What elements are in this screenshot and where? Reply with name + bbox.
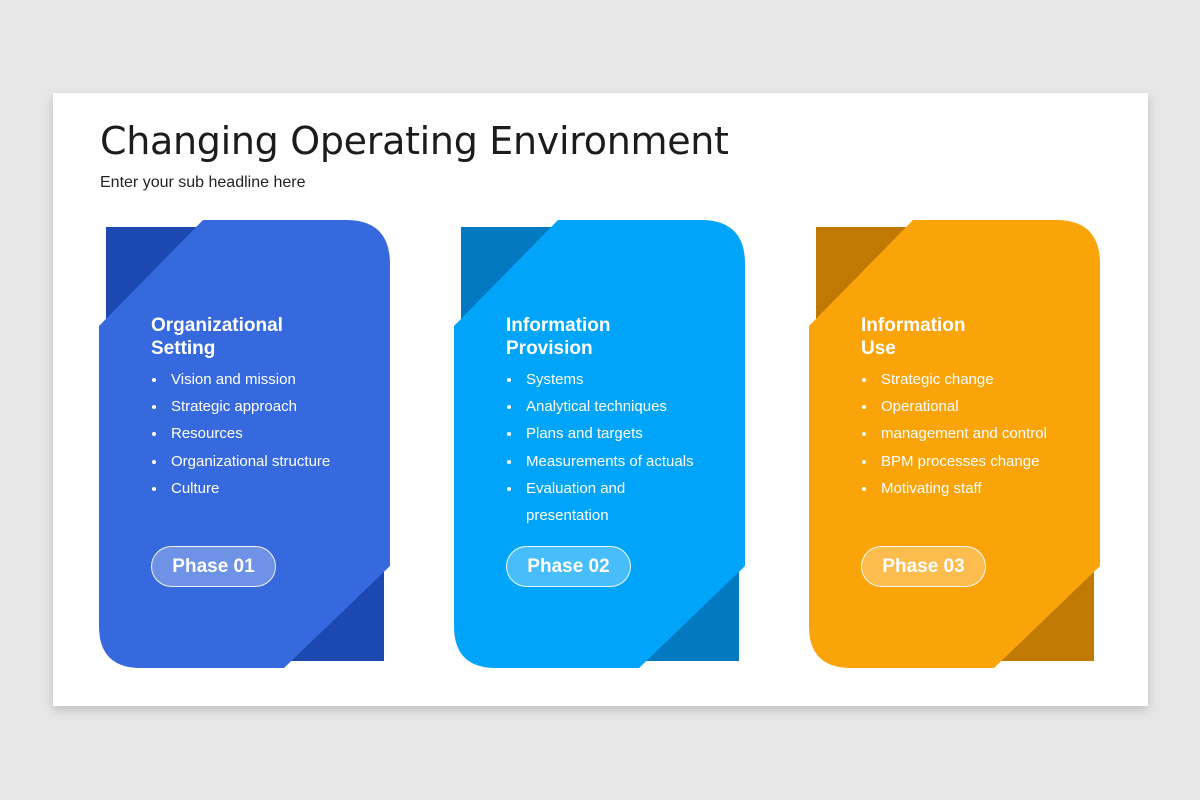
card-information-use: Information Use Strategic change Operati… — [809, 220, 1101, 668]
phase-02-button[interactable]: Phase 02 — [506, 546, 631, 587]
card-heading-line: Information — [506, 315, 611, 336]
card-heading-line: Information — [861, 315, 966, 336]
list-item: Strategic approach — [151, 393, 330, 420]
list-item: management and control — [861, 420, 1047, 447]
card-heading: Information Provision — [506, 314, 611, 360]
card-bullet-list: Systems Analytical techniques Plans and … — [506, 366, 694, 529]
list-item: Evaluation and — [506, 475, 694, 502]
list-item: Organizational structure — [151, 448, 330, 475]
slide: Changing Operating Environment Enter you… — [53, 93, 1148, 706]
card-bullet-list: Vision and mission Strategic approach Re… — [151, 366, 330, 502]
list-item: Strategic change — [861, 366, 1047, 393]
list-item: Resources — [151, 420, 330, 447]
phase-01-button[interactable]: Phase 01 — [151, 546, 276, 587]
slide-title: Changing Operating Environment — [100, 119, 729, 163]
list-item: Operational — [861, 393, 1047, 420]
list-item: BPM processes change — [861, 448, 1047, 475]
card-bullet-list: Strategic change Operational management … — [861, 366, 1047, 502]
list-item: Vision and mission — [151, 366, 330, 393]
card-heading: Information Use — [861, 314, 966, 360]
card-heading-line: Setting — [151, 338, 216, 359]
card-heading-line: Provision — [506, 338, 593, 359]
list-item: Measurements of actuals — [506, 448, 694, 475]
slide-subtitle: Enter your sub headline here — [100, 174, 306, 191]
list-item: Analytical techniques — [506, 393, 694, 420]
card-heading-line: Organizational — [151, 315, 283, 336]
card-heading-line: Use — [861, 338, 896, 359]
card-information-provision: Information Provision Systems Analytical… — [454, 220, 746, 668]
phase-03-button[interactable]: Phase 03 — [861, 546, 986, 587]
list-item: Culture — [151, 475, 330, 502]
list-item: Motivating staff — [861, 475, 1047, 502]
list-item: Plans and targets — [506, 420, 694, 447]
card-heading: Organizational Setting — [151, 314, 283, 360]
list-item: Systems — [506, 366, 694, 393]
card-organizational-setting: Organizational Setting Vision and missio… — [99, 220, 391, 668]
list-item-continuation: presentation — [526, 507, 609, 525]
